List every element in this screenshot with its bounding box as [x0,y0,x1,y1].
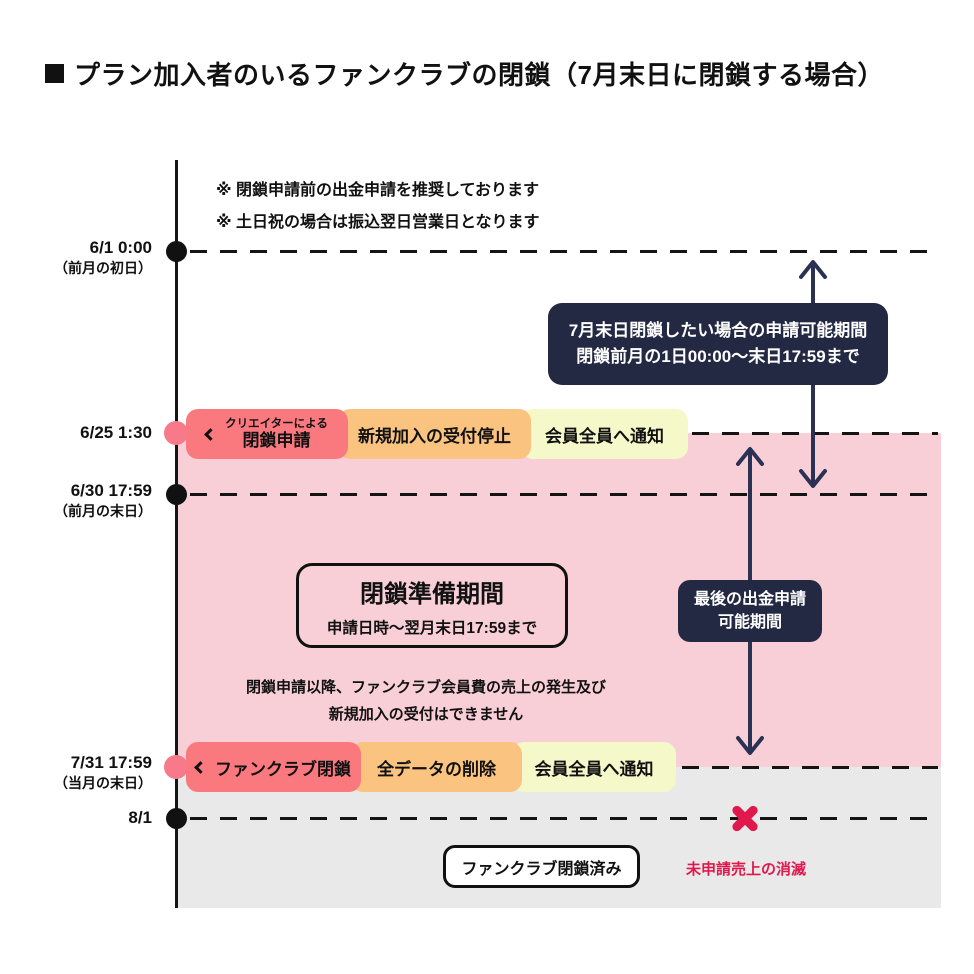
time-label-8-1: 8/1 [128,808,152,827]
dashed-line-7-31 [682,766,938,769]
lost-sales-label: 未申請売上の消滅 [685,861,806,878]
preparation-period-box: 閉鎖準備期間 申請日時〜翌月末日17:59まで [296,563,568,648]
page-title-row: プラン加入者のいるファンクラブの閉鎖（7月末日に閉鎖する場合） [45,55,884,92]
fanclub-closed-box: ファンクラブ閉鎖済み [443,845,640,888]
event-badge-closure-request: クリエイターによる 閉鎖申請 [186,409,348,459]
event-badge-stop-new-members: 新規加入の受付停止 [338,409,531,459]
x-mark-icon [731,804,759,832]
timeline-dot-6-25 [164,421,188,445]
event-badge-notify-members-2: 会員全員へ通知 [512,742,676,792]
timeline-axis [175,160,178,908]
callout-last-withdrawal: 最後の出金申請 可能期間 [678,580,822,642]
event-badge-delete-all-data: 全データの削除 [351,742,522,792]
dashed-line-6-30 [190,493,938,496]
dashed-line-6-25 [692,432,938,435]
note-withdrawal-recommendation: ※ 閉鎖申請前の出金申請を推奨しております [216,182,540,199]
time-label-7-31: 7/31 17:59 （当月の末日） [54,753,152,791]
timeline-dot-6-30 [166,484,187,505]
time-label-6-30: 6/30 17:59 （前月の末日） [54,481,152,519]
time-label-6-25: 6/25 1:30 [80,423,152,442]
dashed-line-8-1 [190,817,938,820]
event-badge-fanclub-close: ファンクラブ閉鎖 [186,742,361,792]
timeline-dot-6-1 [166,241,187,262]
square-bullet-icon [45,64,64,83]
timeline-dot-7-31 [164,755,188,779]
dashed-line-6-1 [190,250,938,253]
preparation-description: 閉鎖申請以降、ファンクラブ会員費の売上の発生及び 新規加入の受付はできません [245,679,606,723]
callout-application-window: 7月末日閉鎖したい場合の申請可能期間 閉鎖前月の1日00:00〜末日17:59ま… [548,303,888,385]
event-badge-notify-members-1: 会員全員へ通知 [521,409,688,459]
note-holiday-transfer: ※ 土日祝の場合は振込翌日営業日となります [216,214,540,231]
page-title: プラン加入者のいるファンクラブの閉鎖（7月末日に閉鎖する場合） [74,60,884,90]
chevron-left-icon [204,427,218,441]
time-label-6-1: 6/1 0:00 （前月の初日） [54,238,152,276]
timeline-dot-8-1 [166,808,187,829]
chevron-left-icon [194,760,207,774]
